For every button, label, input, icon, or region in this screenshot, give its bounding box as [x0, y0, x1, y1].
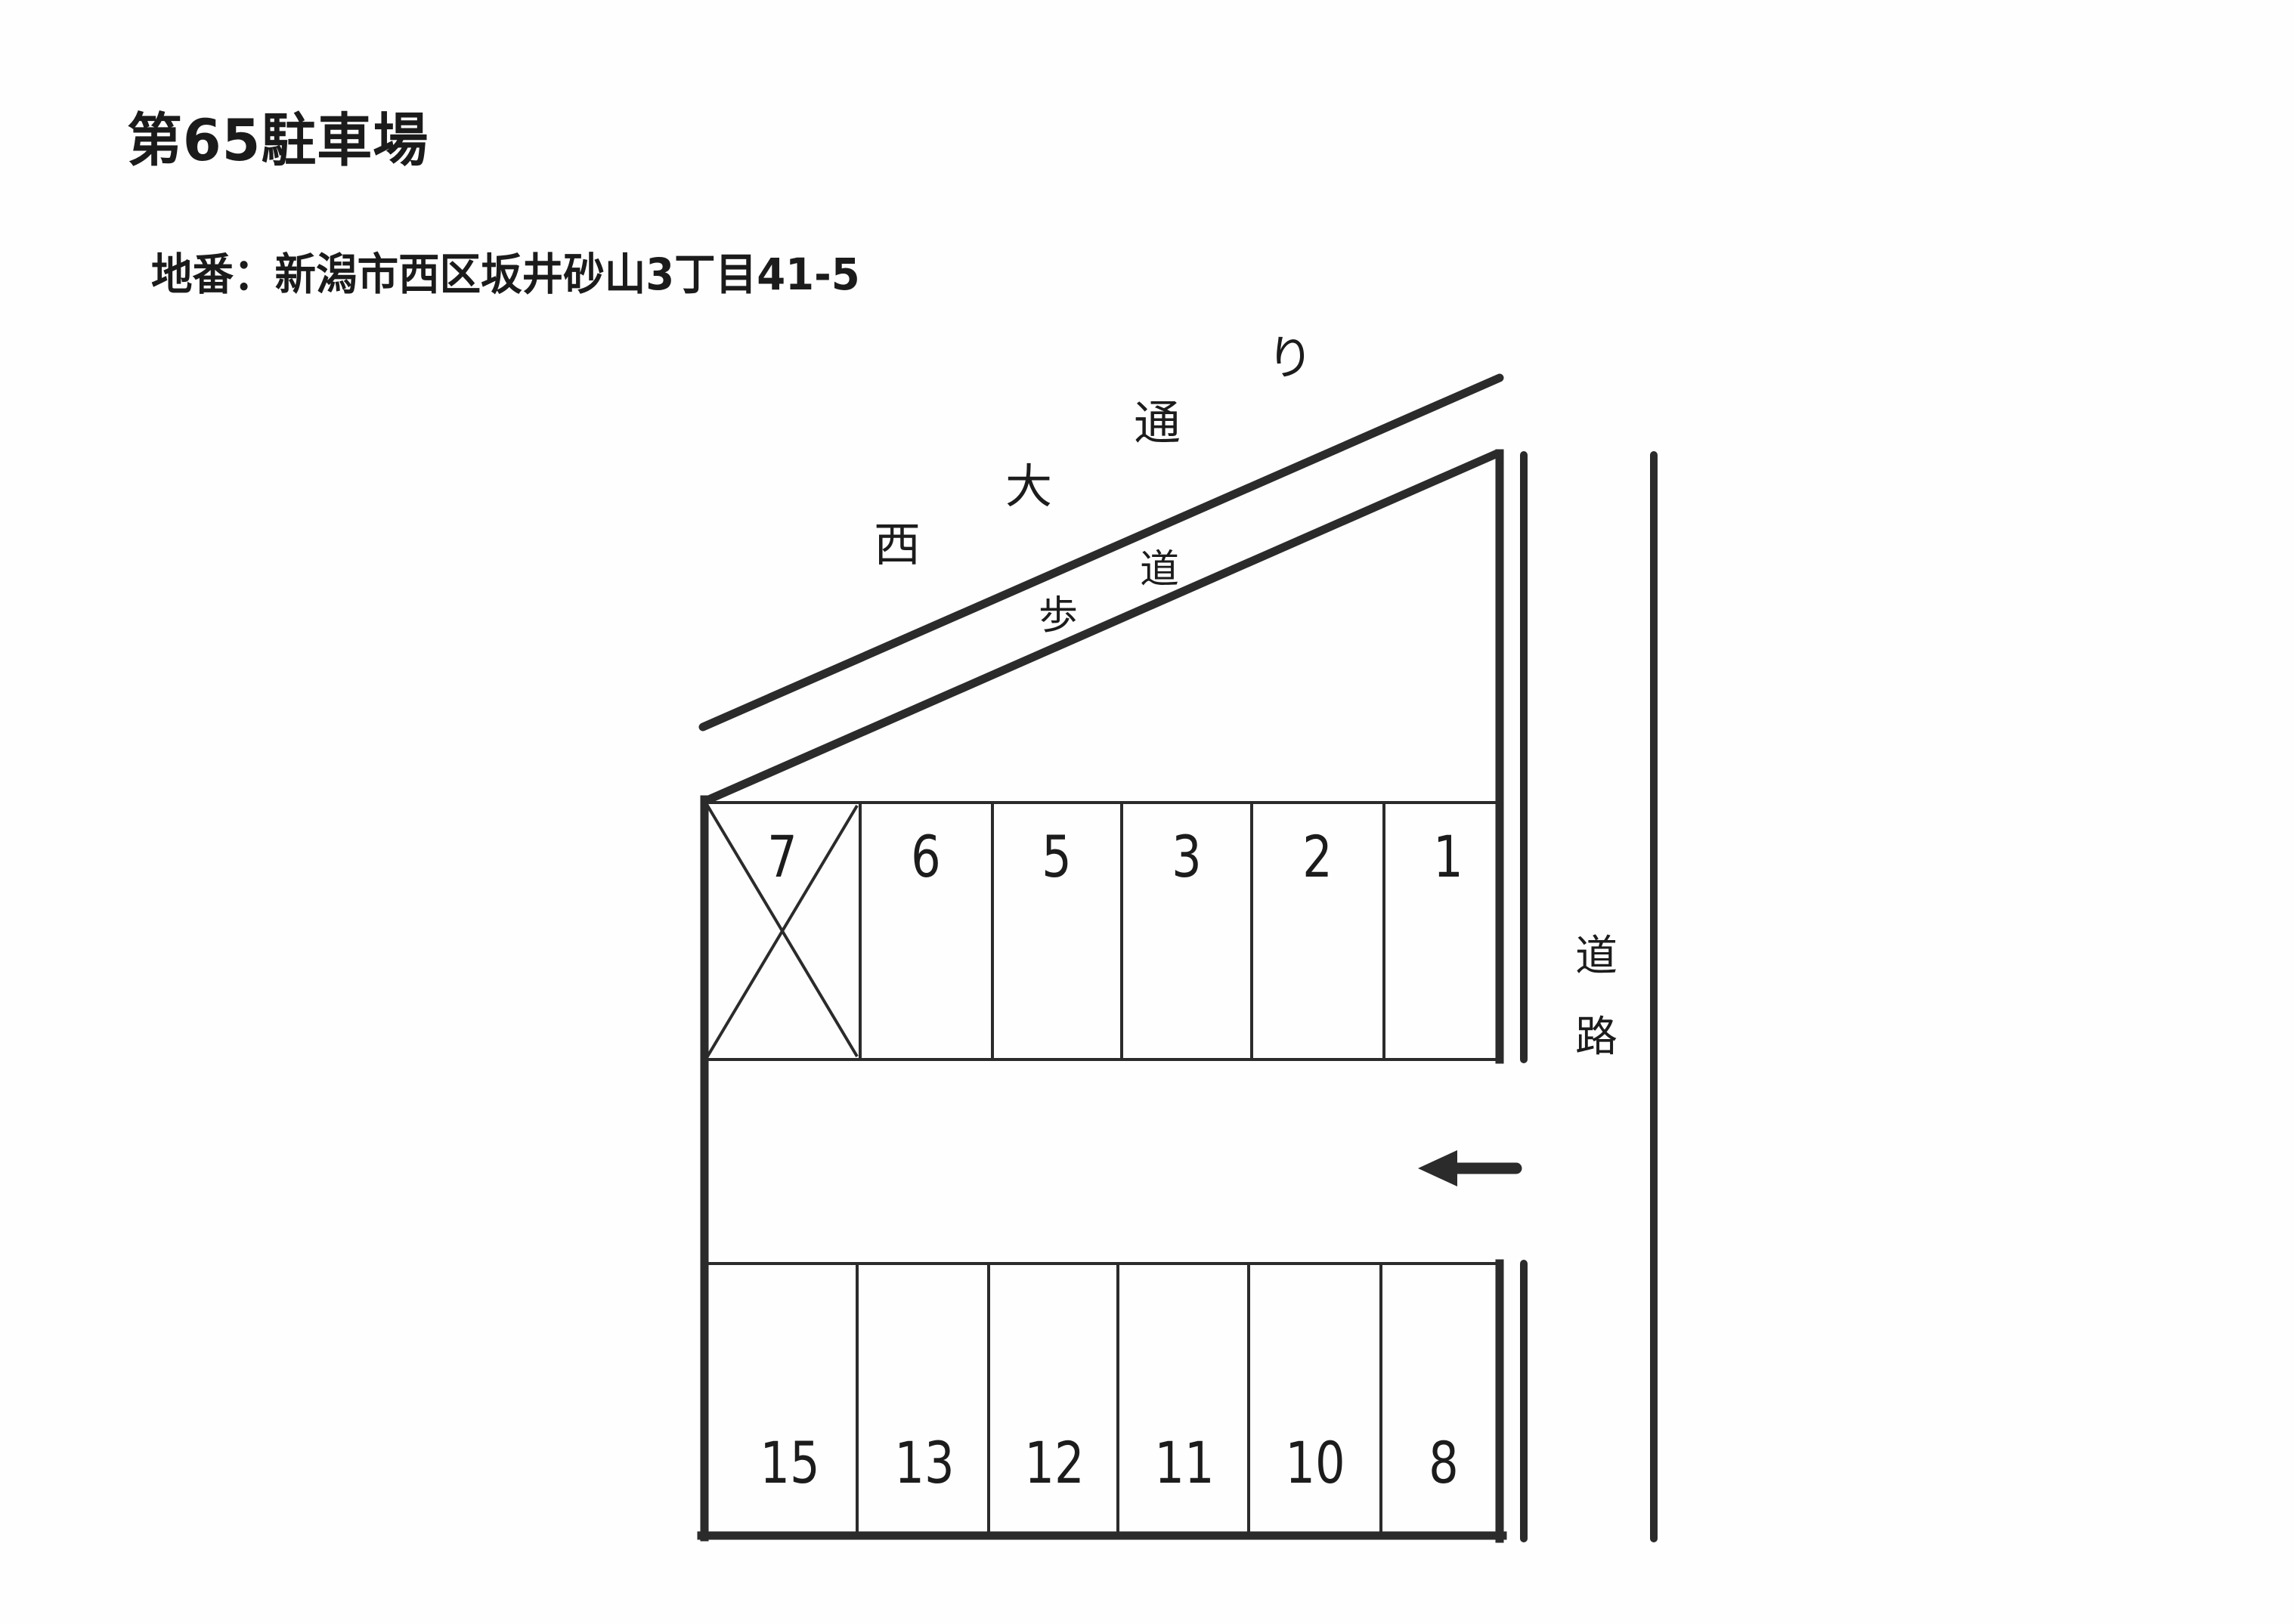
street-name-char-2: 大 — [1005, 459, 1053, 514]
street-outer-edge-line — [698, 373, 1504, 732]
stall-label-15: 15 — [760, 1429, 820, 1496]
stall-label-8: 8 — [1429, 1429, 1459, 1496]
stall-label-2: 2 — [1302, 823, 1333, 890]
stall-label-12: 12 — [1024, 1429, 1085, 1496]
stall-label-7: 7 — [767, 823, 797, 890]
address-label: 地番：新潟市西区坂井砂山3丁目41-5 — [151, 249, 860, 300]
stall-label-5: 5 — [1042, 823, 1072, 890]
stall-label-6: 6 — [911, 823, 941, 890]
stall-label-3: 3 — [1172, 823, 1202, 890]
page-title: 第65駐車場 — [127, 107, 429, 174]
stall-label-11: 11 — [1154, 1429, 1215, 1496]
sidewalk-label-char-1: 歩 — [1039, 593, 1079, 639]
stall-label-10: 10 — [1285, 1429, 1345, 1496]
entrance-arrow-icon — [1418, 1150, 1522, 1186]
sidewalk-label-char-2: 道 — [1140, 547, 1180, 592]
road-label-char-2: 路 — [1575, 1013, 1618, 1062]
road-label-char-1: 道 — [1575, 932, 1618, 981]
street-name-char-3: 通 — [1134, 395, 1181, 450]
stall-label-13: 13 — [894, 1429, 955, 1496]
sidewalk-inner-edge-line — [701, 449, 1502, 806]
street-name-char-4: り — [1267, 330, 1314, 385]
stall-7-cross-line-b — [706, 804, 859, 1058]
street-name-char-1: 西 — [874, 517, 921, 572]
stall-label-1: 1 — [1433, 823, 1463, 890]
